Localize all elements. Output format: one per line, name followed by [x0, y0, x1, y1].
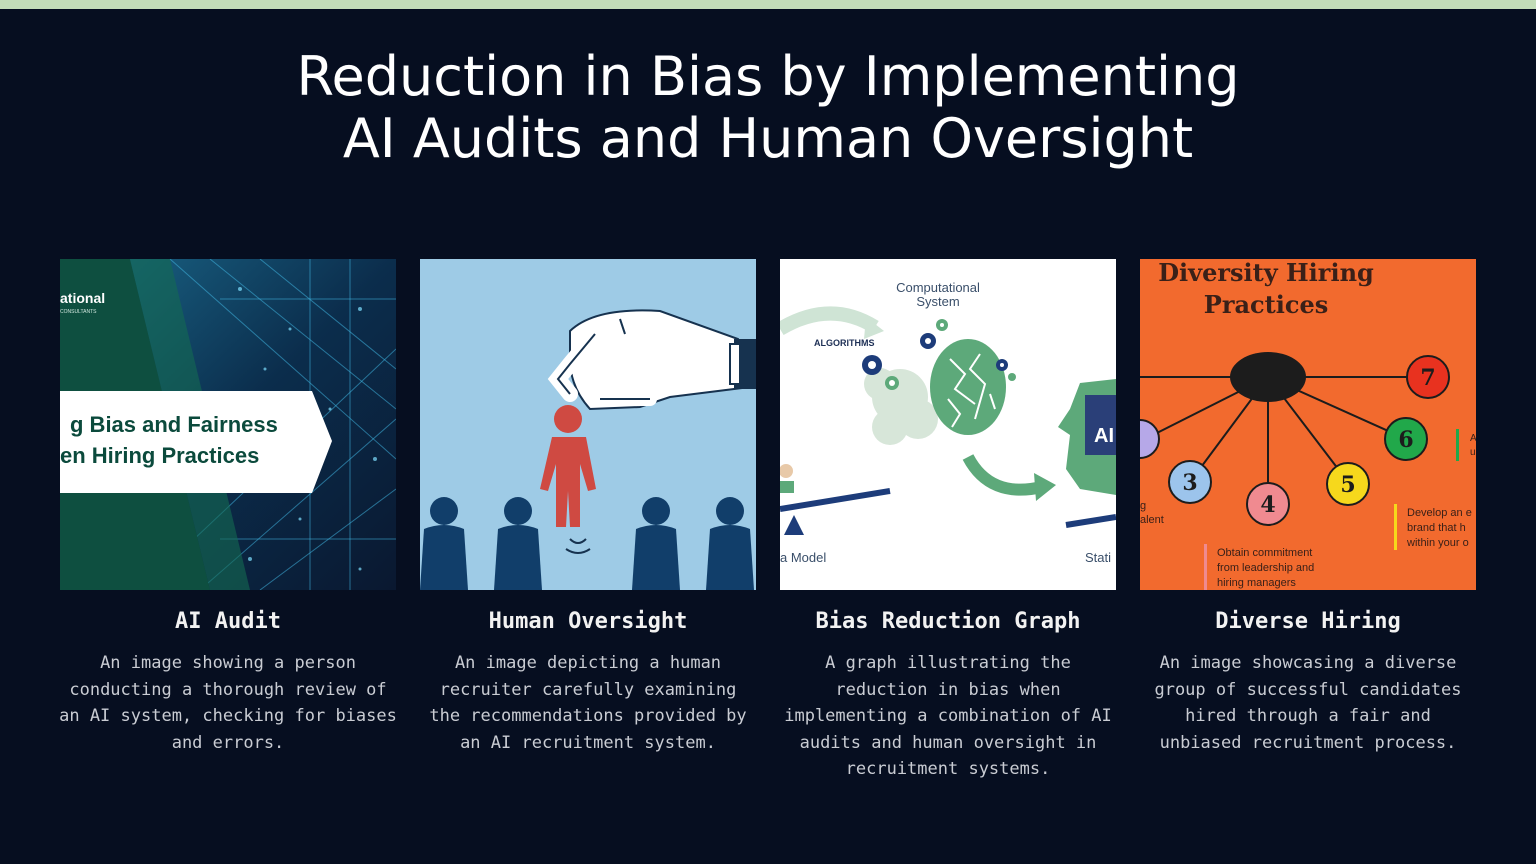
- diversity-heading-line-2: Practices: [1204, 290, 1328, 319]
- card-description-diverse-hiring: An image showcasing a diverse group of s…: [1154, 653, 1462, 753]
- ai-audit-brand-text: ational: [60, 290, 105, 306]
- computational-label: Computational: [896, 280, 980, 295]
- develop-text-2: brand that h: [1407, 522, 1466, 534]
- ai-audit-banner-line-1: g Bias and Fairness: [70, 412, 278, 437]
- node-4-label: 4: [1260, 492, 1275, 518]
- card-description-ai-audit: An image showing a person conducting a t…: [59, 653, 397, 753]
- ai-audit-image: ational CONSULTANTS g Bias and Fairness …: [60, 259, 396, 590]
- card-description-human-oversight: An image depicting a human recruiter car…: [429, 653, 747, 753]
- obtain-text-3: hiring managers: [1217, 577, 1296, 589]
- human-oversight-image: [420, 259, 756, 590]
- node-6-label: 6: [1398, 427, 1413, 453]
- stati-label: Stati: [1085, 550, 1111, 565]
- candidate-group-icon: [420, 497, 754, 590]
- develop-text-1: Develop an e: [1407, 507, 1472, 519]
- right-edge-text-2: u: [1470, 447, 1476, 458]
- slide-title-line-2: AI Audits and Human Oversight: [342, 107, 1194, 170]
- system-label: System: [916, 294, 959, 309]
- ai-audit-banner-line-2: en Hiring Practices: [60, 443, 259, 468]
- slide-title: Reduction in Bias by Implementing AI Aud…: [0, 46, 1536, 170]
- card-title-ai-audit: AI Audit: [175, 609, 281, 634]
- card-description-bias-reduction-graph: A graph illustrating the reduction in bi…: [784, 653, 1112, 780]
- algorithms-label: ALGORITHMS: [814, 338, 875, 348]
- card-title-bias-reduction-graph: Bias Reduction Graph: [815, 609, 1081, 634]
- card-title-diverse-hiring: Diverse Hiring: [1215, 609, 1401, 634]
- obtain-text-1: Obtain commitment: [1217, 547, 1312, 559]
- left-edge-text-1: g: [1140, 500, 1146, 512]
- ai-audit-illustration: ational CONSULTANTS g Bias and Fairness …: [60, 259, 396, 590]
- develop-text-3: within your o: [1406, 537, 1469, 549]
- ai-head-icon: AI: [1058, 379, 1116, 495]
- brain-icon: [930, 339, 1006, 435]
- node-7-label: 7: [1420, 365, 1435, 391]
- diversity-heading-line-1: Diversity Hiring: [1158, 259, 1374, 287]
- gear-icon: [862, 333, 1008, 375]
- diverse-hiring-image: Diversity Hiring Practices 7 6 5 4 3 A u…: [1140, 259, 1476, 590]
- left-edge-text-2: alent: [1140, 514, 1164, 526]
- ai-chip-label: AI: [1094, 425, 1114, 447]
- selected-candidate-icon: [540, 405, 596, 527]
- card-title-human-oversight: Human Oversight: [488, 609, 688, 634]
- node-3-label: 3: [1182, 470, 1197, 496]
- bias-reduction-illustration: Computational System ALGORITHMS: [780, 259, 1116, 590]
- obtain-text-2: from leadership and: [1217, 562, 1314, 574]
- human-oversight-illustration: [420, 259, 756, 590]
- slide-title-line-1: Reduction in Bias by Implementing: [296, 45, 1240, 108]
- model-label: a Model: [780, 550, 826, 565]
- hub-node: [1230, 352, 1306, 402]
- top-accent-bar: [0, 0, 1536, 9]
- right-edge-text-1: A: [1470, 433, 1476, 444]
- ai-audit-brand-sub-text: CONSULTANTS: [60, 309, 97, 315]
- diversity-hiring-illustration: Diversity Hiring Practices 7 6 5 4 3 A u…: [1140, 259, 1476, 590]
- node-5-label: 5: [1340, 472, 1355, 498]
- robot-hand-icon: [547, 309, 756, 411]
- bias-reduction-graph-image: Computational System ALGORITHMS: [780, 259, 1116, 590]
